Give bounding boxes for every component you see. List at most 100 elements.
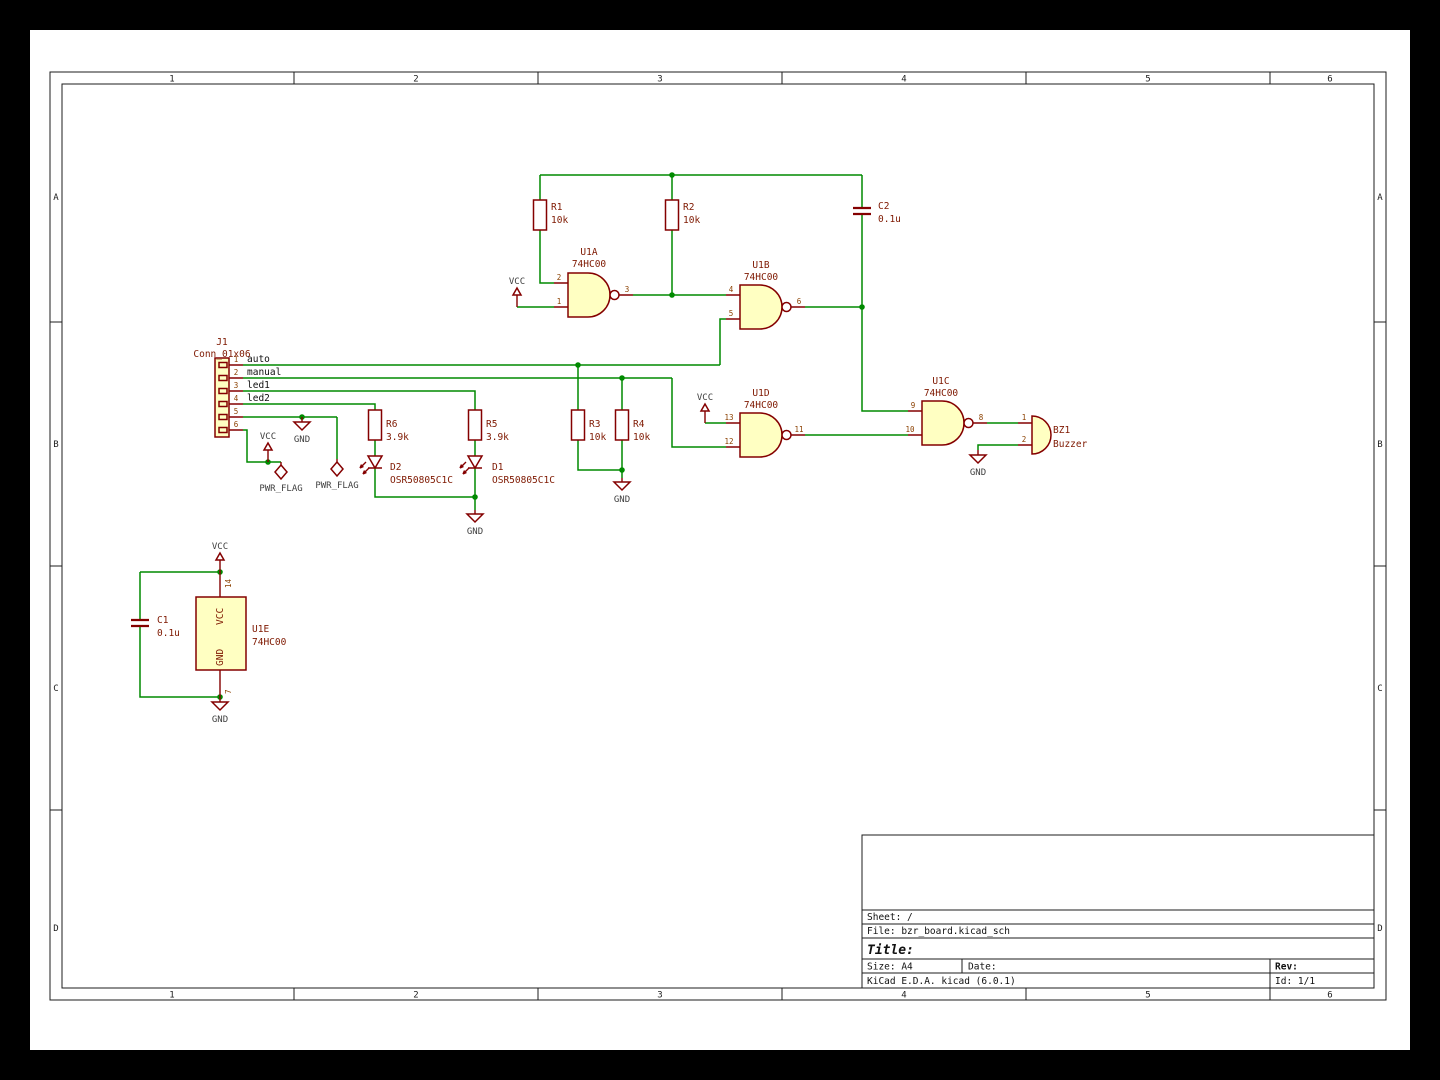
j1-ref: J1 <box>216 337 228 348</box>
component-r1[interactable]: R1 10k <box>532 199 569 231</box>
title-block-file: File: bzr_board.kicad_sch <box>867 926 1010 937</box>
pwr-flag-diamond-icon <box>330 460 344 478</box>
component-c2[interactable]: C2 0.1u <box>853 201 901 225</box>
nand-gate-body <box>567 272 611 318</box>
d1-value: OSR50805C1C <box>492 475 555 486</box>
wire-net-manual[interactable] <box>243 377 726 448</box>
u1c-value: 74HC00 <box>924 388 959 399</box>
led-symbol <box>366 455 384 470</box>
u1b-ref: U1B <box>752 260 769 271</box>
resistor-body <box>614 409 630 441</box>
wire-net-led2[interactable] <box>243 403 376 410</box>
power-gnd-buzzer[interactable]: GND <box>968 450 988 478</box>
wire-u1e-power[interactable] <box>139 571 220 698</box>
resistor-body <box>570 409 586 441</box>
gnd-label: GND <box>212 715 228 725</box>
net-label-led1[interactable]: led1 <box>247 380 270 391</box>
power-flag-vcc[interactable]: PWR_FLAG <box>259 462 303 494</box>
j1-pin-number: 5 <box>234 407 239 416</box>
component-d1[interactable]: D1 OSR50805C1C <box>459 455 555 486</box>
component-u1e[interactable]: 14 7 VCC GND U1E 74HC00 <box>195 572 287 697</box>
resistor-body <box>467 409 483 441</box>
junction-dot <box>669 172 675 178</box>
u1c-pin-number: 10 <box>905 425 915 434</box>
vcc-arrow-icon <box>262 441 274 451</box>
u1b-pin-number: 6 <box>797 297 802 306</box>
wire-oscillator-top[interactable] <box>539 174 863 208</box>
nand-pin-stubs <box>726 294 805 320</box>
title-block-border <box>861 834 1375 989</box>
wire-r1-u1a[interactable] <box>539 230 554 284</box>
vcc-label: VCC <box>260 432 276 442</box>
gnd-label: GND <box>614 495 630 505</box>
c1-value: 0.1u <box>157 628 180 639</box>
ic-power-body <box>195 596 247 671</box>
net-labels[interactable]: auto manual led1 led2 <box>247 354 281 404</box>
u1e-pin-name-gnd: GND <box>215 649 226 666</box>
frame-col-label: 4 <box>901 75 906 85</box>
wire-j1-pin6[interactable] <box>243 429 281 463</box>
power-vcc-u1d[interactable]: VCC <box>697 393 713 423</box>
component-u1a[interactable]: U1A 74HC00 2 1 3 <box>554 247 633 318</box>
r1-ref: R1 <box>551 202 563 213</box>
vcc-label: VCC <box>697 393 713 403</box>
component-r4[interactable]: R4 10k <box>614 409 651 443</box>
power-gnd-j1[interactable]: GND <box>292 417 312 445</box>
wire-u1b-out-c2[interactable] <box>805 214 908 412</box>
title-block-sheet: Sheet: / <box>867 912 913 923</box>
wire-j1-pin5[interactable] <box>243 416 338 459</box>
component-bz1[interactable]: 1 2 BZ1 Buzzer <box>1018 413 1088 455</box>
net-label-auto[interactable]: auto <box>247 354 270 365</box>
frame-row-label: B <box>53 440 58 450</box>
u1d-pin-number: 11 <box>794 425 803 434</box>
power-vcc-u1e[interactable]: VCC <box>212 542 228 572</box>
component-r2[interactable]: R2 10k <box>664 199 701 231</box>
j1-value: Conn_01x06 <box>193 349 250 360</box>
component-u1b[interactable]: U1B 74HC00 4 5 6 <box>726 260 805 330</box>
title-block-generator: KiCad E.D.A. kicad (6.0.1) <box>867 976 1016 987</box>
power-gnd-r3r4[interactable]: GND <box>612 478 632 505</box>
frame-col-label: 3 <box>657 991 662 1001</box>
r2-value: 10k <box>683 215 700 226</box>
u1a-pin-number: 3 <box>625 285 630 294</box>
wires[interactable] <box>139 174 1018 698</box>
component-r6[interactable]: R6 3.9k <box>367 409 410 443</box>
wire-net-auto[interactable] <box>243 318 726 410</box>
power-vcc-j1[interactable]: VCC <box>260 432 276 462</box>
component-r5[interactable]: R5 3.9k <box>467 409 510 443</box>
frame-row-label: D <box>53 924 58 934</box>
net-label-manual[interactable]: manual <box>247 367 281 378</box>
capacitor-plates <box>853 206 871 216</box>
pwr-flag-label: PWR_FLAG <box>259 484 302 494</box>
component-c1[interactable]: C1 0.1u <box>131 615 180 639</box>
u1a-pin-number: 1 <box>557 297 562 306</box>
u1d-pin-number: 13 <box>724 413 733 422</box>
c2-ref: C2 <box>878 201 889 212</box>
power-vcc-u1a[interactable]: VCC <box>509 277 525 307</box>
component-d2[interactable]: D2 OSR50805C1C <box>359 455 453 486</box>
u1e-ref: U1E <box>252 624 269 635</box>
frame-ticks <box>50 72 1386 1000</box>
component-u1c[interactable]: U1C 74HC00 9 10 8 <box>905 376 987 446</box>
frame-row-label: A <box>1377 193 1383 203</box>
wire-led-chain[interactable] <box>374 440 476 510</box>
vcc-arrow-icon <box>214 551 226 561</box>
title-block-size: Size: A4 <box>867 962 913 973</box>
net-label-led2[interactable]: led2 <box>247 393 270 404</box>
wire-buzzer-gnd[interactable] <box>977 444 1018 450</box>
wire-net-led1[interactable] <box>243 390 476 410</box>
frame-col-label: 6 <box>1327 75 1332 85</box>
component-u1d[interactable]: U1D 74HC00 13 12 11 <box>724 388 805 458</box>
u1d-pin-number: 12 <box>724 437 733 446</box>
resistor-body <box>367 409 383 441</box>
junction-dot <box>669 292 675 298</box>
power-gnd-leds[interactable]: GND <box>465 510 485 537</box>
power-gnd-u1e[interactable]: GND <box>210 697 230 725</box>
power-flag-gnd[interactable]: PWR_FLAG <box>315 459 359 491</box>
component-j1[interactable]: 1 2 3 4 5 6 J1 Conn_01x06 <box>193 337 251 438</box>
u1a-ref: U1A <box>580 247 597 258</box>
component-r3[interactable]: R3 10k <box>570 409 607 443</box>
gnd-label: GND <box>970 468 986 478</box>
u1b-value: 74HC00 <box>744 272 779 283</box>
